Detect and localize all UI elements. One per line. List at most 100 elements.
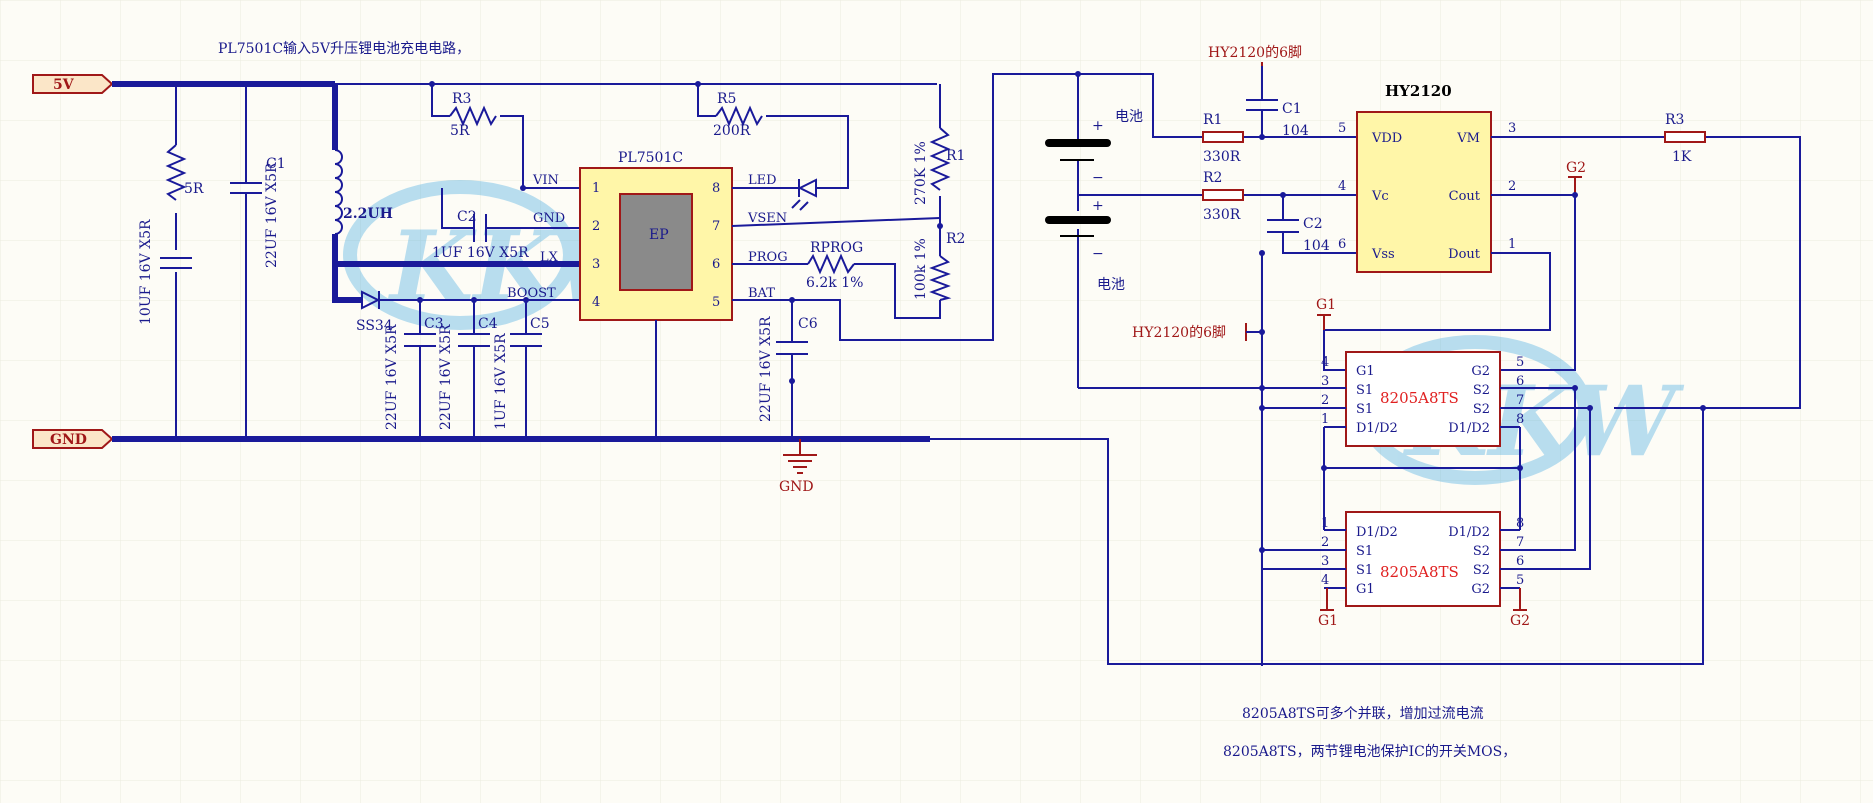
svg-text:6: 6	[1338, 237, 1346, 252]
mosfet-2-label: 8205A8TS	[1380, 563, 1459, 581]
d1d2-stubs	[1324, 426, 1520, 531]
svg-text:6: 6	[1516, 374, 1524, 389]
port-gnd: GND	[32, 429, 114, 449]
svg-text:8: 8	[1516, 412, 1524, 427]
c2-wire	[441, 188, 580, 229]
svg-text:S2: S2	[1473, 383, 1490, 398]
cap-hy-c2-value: 104	[1303, 238, 1330, 254]
ic-pl7501c-pins-right: LED VSEN PROG BAT 8 7 6 5	[712, 173, 788, 310]
resistor-hy-r1-value: 330R	[1203, 149, 1241, 165]
battery-2-label: 电池	[1097, 277, 1125, 293]
cap-c4	[458, 333, 490, 347]
svg-text:VIN: VIN	[532, 173, 559, 188]
cap-c6-value: 22UF 16V X5R	[758, 316, 774, 422]
svg-text:1: 1	[1321, 516, 1329, 531]
cap-c3	[404, 333, 436, 347]
battery-2-plate	[1045, 216, 1111, 224]
cap-c4-label: C4	[478, 316, 498, 332]
resistor-hy-r3-label: R3	[1665, 112, 1684, 128]
resistor-hy-r2-value: 330R	[1203, 207, 1241, 223]
junction	[789, 297, 795, 303]
svg-text:6: 6	[1516, 554, 1524, 569]
svg-text:Cout: Cout	[1449, 189, 1481, 204]
gnd-to-protection-wire	[930, 407, 1704, 665]
svg-text:S1: S1	[1356, 402, 1373, 417]
g2-label-top: G2	[1566, 160, 1586, 176]
cap-c2-value: 1UF 16V X5R	[432, 245, 529, 261]
svg-text:1: 1	[1508, 237, 1516, 252]
d1d2-wire	[1323, 427, 1521, 530]
svg-text:LX: LX	[540, 250, 559, 265]
junction	[1517, 465, 1523, 471]
mosfet-1-label: 8205A8TS	[1380, 389, 1459, 407]
bat-wire	[732, 73, 1048, 341]
inductor	[334, 149, 343, 235]
svg-text:5: 5	[1516, 355, 1524, 370]
cap-c6-label: C6	[798, 316, 818, 332]
note-parallel: 8205A8TS可多个并联，增加过流电流	[1242, 705, 1484, 722]
junction	[789, 378, 795, 384]
battery-2-minus: −	[1092, 246, 1104, 262]
svg-text:7: 7	[1516, 535, 1524, 550]
resistor-r1	[929, 127, 951, 191]
cap-c2-label: C2	[457, 209, 477, 225]
junction	[1321, 465, 1327, 471]
s2-wire-a	[1500, 387, 1576, 551]
ground-label: GND	[779, 479, 814, 495]
diode-ss34	[361, 290, 381, 310]
g2-flag-bottom	[1513, 588, 1527, 611]
svg-text:D1/D2: D1/D2	[1356, 421, 1398, 436]
resistor-r1-value: 270K 1%	[913, 141, 929, 205]
resistor-hy-r2-label: R2	[1203, 170, 1222, 186]
resistor-r2-label: R2	[946, 231, 965, 247]
svg-text:G1: G1	[1356, 364, 1375, 379]
led-arrows	[791, 199, 809, 211]
svg-text:8: 8	[712, 181, 720, 196]
vm-wire	[1491, 136, 1801, 409]
svg-text:7: 7	[712, 219, 720, 234]
svg-text:VDD: VDD	[1371, 131, 1402, 146]
ic-hy2120-label: HY2120	[1385, 82, 1452, 100]
svg-text:Dout: Dout	[1448, 247, 1481, 262]
svg-text:Vc: Vc	[1371, 189, 1389, 204]
hy-pin6-label-mid: HY2120的6脚	[1132, 325, 1226, 341]
junction	[429, 81, 435, 87]
svg-text:VSEN: VSEN	[747, 211, 787, 226]
svg-text:S1: S1	[1356, 563, 1373, 578]
resistor-5r	[165, 144, 187, 201]
resistor-hy-r1	[1202, 131, 1244, 143]
junction	[1259, 329, 1265, 335]
g1-label-bottom: G1	[1318, 613, 1338, 629]
resistor-rprog-label: RPROG	[810, 240, 863, 256]
battery-1-label: 电池	[1115, 109, 1143, 125]
hy-c2-wire	[1282, 195, 1357, 254]
svg-text:G2: G2	[1471, 582, 1490, 597]
cap-hy-c2	[1267, 219, 1299, 233]
ic-hy2120: HY2120 VDD Vc Vss 5 4 6 VM Cout Dout 3 2…	[1338, 82, 1516, 273]
resistor-r1-label: R1	[946, 148, 965, 164]
ic-pl7501c: EP PL7501C	[579, 150, 733, 321]
svg-text:S2: S2	[1473, 544, 1490, 559]
main-title: PL7501C输入5V升压锂电池充电电路，	[218, 41, 470, 57]
resistor-r3	[449, 105, 497, 127]
junction	[1259, 134, 1265, 140]
svg-text:S2: S2	[1473, 563, 1490, 578]
junction	[1259, 547, 1265, 553]
cap-10uf-label: 10UF 16V X5R	[138, 219, 154, 325]
cout-wire	[1491, 194, 1576, 371]
resistor-r3-label: R3	[452, 91, 471, 107]
resistor-r2-value: 100k 1%	[913, 238, 929, 300]
ic-ep-label: EP	[649, 227, 669, 243]
svg-text:4: 4	[1338, 179, 1346, 194]
r5-wire	[697, 84, 849, 189]
svg-text:3: 3	[592, 257, 600, 272]
resistor-r5-value: 200R	[713, 123, 751, 139]
svg-text:VM: VM	[1456, 131, 1480, 146]
g1-flag-bottom	[1320, 588, 1334, 611]
hy-pin6-label-top: HY2120的6脚	[1208, 45, 1302, 61]
resistor-rprog-value: 6.2k 1%	[806, 275, 863, 291]
inductor-lx-wire	[332, 234, 362, 303]
junction	[1572, 192, 1578, 198]
cap-c1-value: 22UF 16V X5R	[264, 162, 280, 268]
r3-wire	[431, 84, 580, 189]
